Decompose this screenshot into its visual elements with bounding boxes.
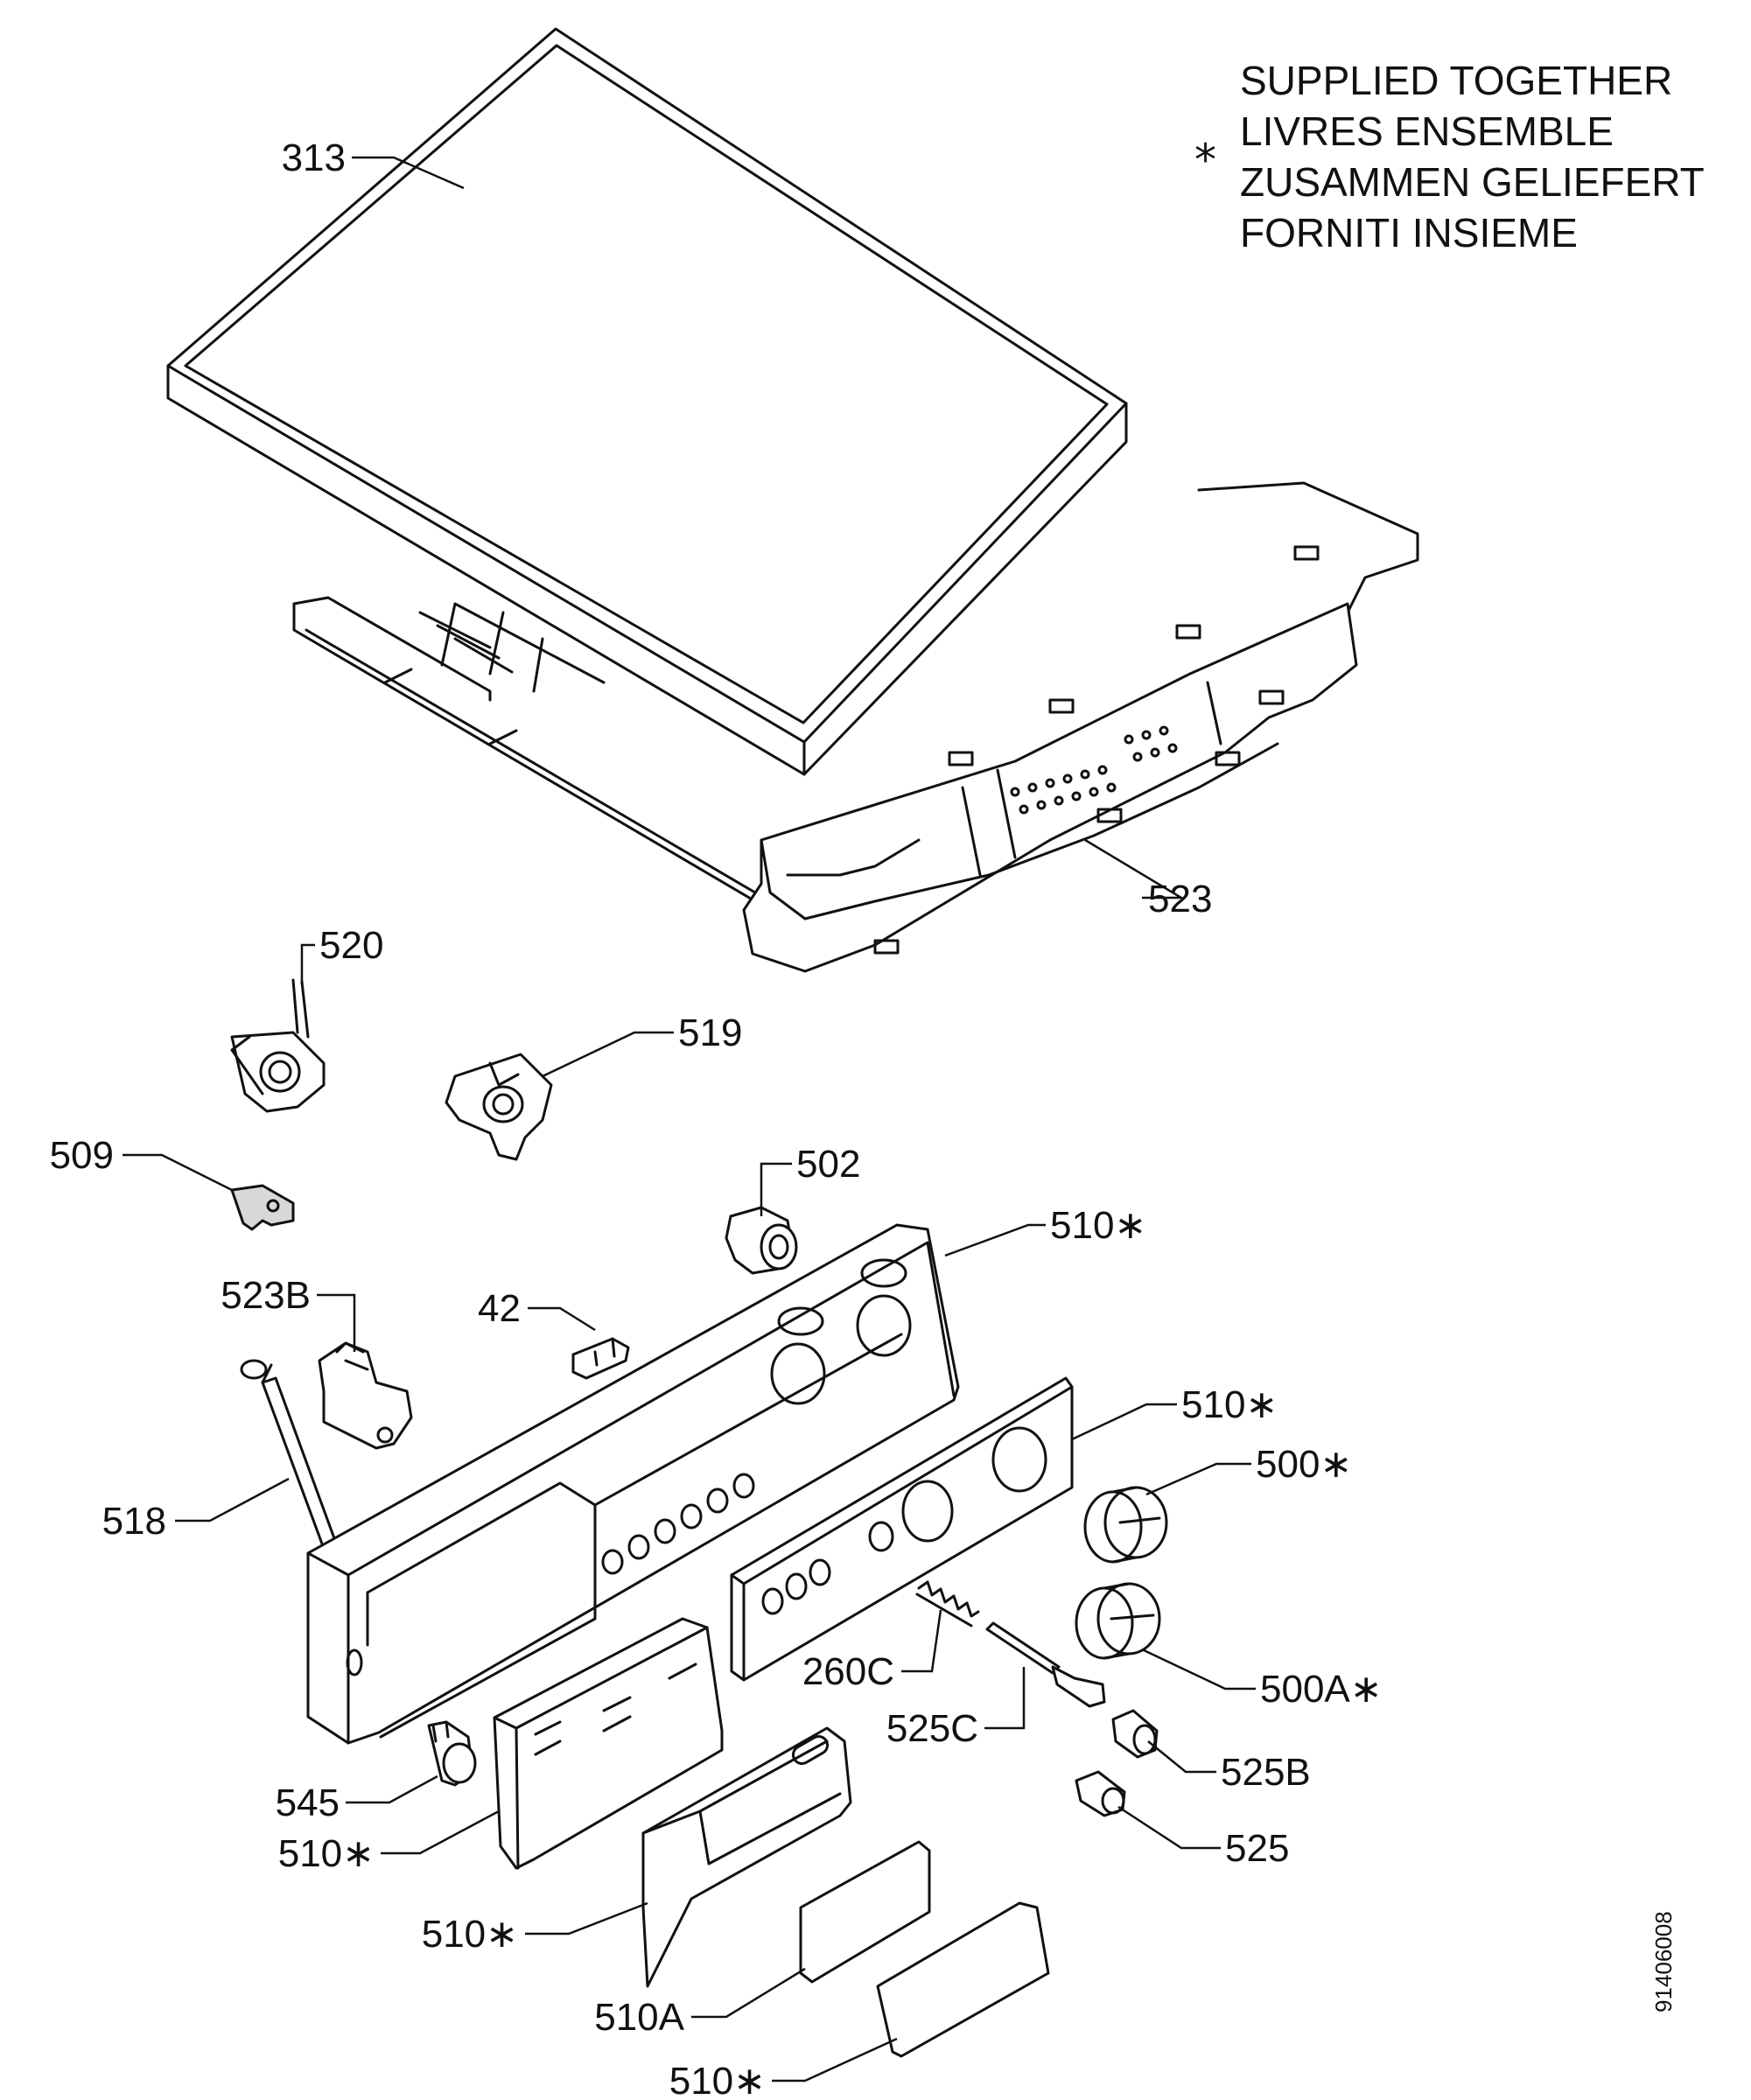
part-525c-shaft: [985, 1621, 1106, 1708]
label-510-handle: 510∗: [422, 1913, 518, 1956]
label-510-panel: 510∗: [1050, 1204, 1146, 1247]
label-510-drawer: 510∗: [278, 1832, 375, 1875]
part-42-switch: [571, 1337, 630, 1380]
supplied-together-note: * SUPPLIED TOGETHER LIVRES ENSEMBLE ZUSA…: [1194, 58, 1705, 256]
note-line-2: LIVRES ENSEMBLE: [1240, 108, 1614, 154]
part-510-handle-cap: [876, 1901, 1050, 2058]
part-525-button: [1075, 1770, 1126, 1817]
part-510-control-panel: [306, 1223, 960, 1745]
label-510a: 510A: [594, 1996, 684, 2039]
label-523b: 523B: [221, 1274, 311, 1317]
label-510-plate: 510∗: [1181, 1383, 1278, 1426]
part-502-lamp: [725, 1206, 798, 1275]
label-525: 525: [1225, 1827, 1289, 1870]
part-520-bracket: [230, 978, 326, 1113]
panel-knob-openings: [770, 1258, 912, 1405]
leader-lines: [123, 156, 1256, 2082]
part-500-knob: [1083, 1486, 1168, 1564]
note-line-4: FORNITI INSIEME: [1240, 210, 1578, 256]
part-509-latch: [230, 1184, 295, 1231]
label-510-cap: 510∗: [669, 2060, 766, 2100]
label-525b: 525B: [1221, 1751, 1311, 1794]
note-line-1: SUPPLIED TOGETHER: [1240, 58, 1672, 103]
label-518: 518: [102, 1500, 166, 1543]
label-500: 500∗: [1256, 1443, 1352, 1486]
part-523b-clip: [318, 1341, 413, 1450]
part-510a-insert: [799, 1840, 931, 1984]
part-519-housing: [445, 1053, 553, 1161]
label-313: 313: [282, 136, 346, 179]
part-510-front-plate: [730, 1376, 1074, 1682]
label-519: 519: [678, 1012, 742, 1054]
label-260c: 260C: [802, 1650, 894, 1693]
label-520: 520: [319, 924, 383, 967]
part-510-handle: [641, 1726, 852, 1988]
part-525b-button: [1111, 1709, 1159, 1759]
part-545-knob: [427, 1720, 477, 1787]
part-523-cover-frame: [292, 481, 1419, 973]
panel-button-holes: [601, 1473, 755, 1575]
label-509: 509: [50, 1134, 114, 1177]
part-313-top-cover: [166, 27, 1128, 776]
part-260c-spring: [915, 1580, 980, 1628]
drawing-number: 91406008: [1650, 1911, 1677, 2012]
label-523: 523: [1148, 878, 1212, 920]
label-502: 502: [796, 1143, 860, 1186]
note-line-3: ZUSAMMEN GELIEFERT: [1240, 159, 1705, 205]
note-asterisk: *: [1194, 135, 1216, 186]
part-500a-knob: [1075, 1582, 1161, 1660]
label-42: 42: [478, 1287, 521, 1330]
part-labels: 313 523 520 519 509 502 510∗ 523B 42 510…: [50, 136, 1383, 2100]
part-510-drawer-front: [493, 1617, 724, 1870]
label-500a: 500A∗: [1260, 1668, 1383, 1711]
label-545: 545: [276, 1782, 340, 1824]
label-525c: 525C: [886, 1707, 978, 1750]
